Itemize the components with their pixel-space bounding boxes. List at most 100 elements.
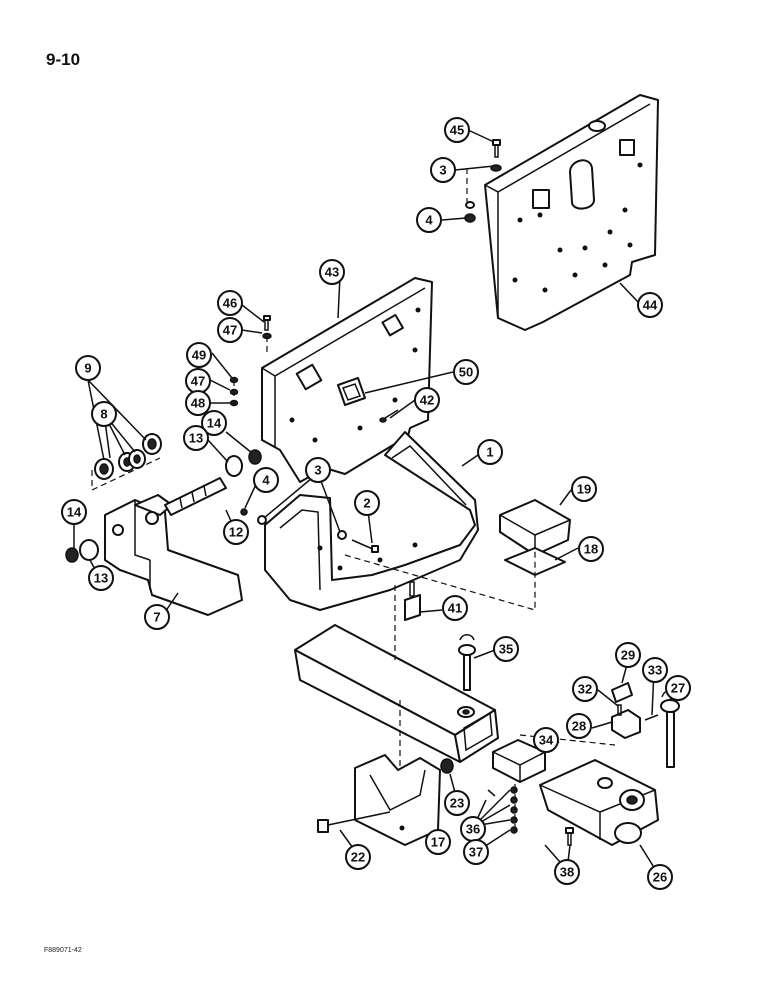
svg-text:47: 47 (191, 374, 205, 389)
bolt-42 (379, 409, 399, 423)
svg-text:9: 9 (84, 361, 91, 376)
page-number: 9-10 (46, 50, 81, 69)
callout-47-lower: 47 (185, 368, 211, 394)
svg-text:1: 1 (486, 445, 493, 460)
callout-36: 36 (460, 816, 486, 842)
callout-26: 26 (647, 864, 673, 890)
callout-32: 32 (572, 676, 598, 702)
mount-7 (104, 494, 243, 616)
bolt-2 (240, 508, 379, 553)
svg-text:33: 33 (648, 663, 662, 678)
svg-text:13: 13 (94, 571, 108, 586)
callout-49: 49 (186, 342, 212, 368)
plate-44 (484, 94, 659, 331)
callout-33: 33 (642, 657, 668, 683)
svg-text:32: 32 (578, 682, 592, 697)
callout-4-lower: 4 (253, 467, 279, 493)
callout-44: 44 (637, 292, 663, 318)
svg-text:49: 49 (192, 348, 206, 363)
svg-text:27: 27 (671, 681, 685, 696)
plate-43 (261, 277, 433, 483)
svg-text:37: 37 (469, 845, 483, 860)
svg-text:12: 12 (229, 525, 243, 540)
callout-47-upper: 47 (217, 317, 243, 343)
callout-1: 1 (477, 439, 503, 465)
callout-9: 9 (75, 355, 101, 381)
svg-text:44: 44 (643, 298, 658, 313)
clamp-28 (611, 682, 659, 739)
svg-text:3: 3 (314, 463, 321, 478)
callout-38: 38 (554, 859, 580, 885)
callout-4-upper: 4 (416, 207, 442, 233)
svg-text:43: 43 (325, 265, 339, 280)
svg-text:42: 42 (420, 393, 434, 408)
svg-text:50: 50 (459, 365, 473, 380)
svg-text:14: 14 (67, 505, 82, 520)
callout-2: 2 (354, 490, 380, 516)
callout-13-upper: 13 (183, 425, 209, 451)
svg-text:17: 17 (431, 835, 445, 850)
nut-washer-13-14 (65, 449, 262, 563)
svg-text:2: 2 (363, 496, 370, 511)
svg-text:35: 35 (499, 642, 513, 657)
u-bracket-17 (354, 754, 441, 846)
svg-text:36: 36 (466, 822, 480, 837)
callout-13-lower: 13 (88, 565, 114, 591)
callout-12: 12 (223, 519, 249, 545)
pin-27 (660, 689, 680, 768)
callout-42: 42 (414, 387, 440, 413)
washer-stack-8 (94, 433, 162, 480)
svg-text:22: 22 (351, 850, 365, 865)
svg-text:18: 18 (584, 542, 598, 557)
callout-48: 48 (185, 390, 211, 416)
callout-43: 43 (319, 259, 345, 285)
drawbar-tube (294, 624, 499, 763)
pad-18 (504, 547, 566, 576)
callout-50: 50 (453, 359, 479, 385)
svg-text:29: 29 (621, 648, 635, 663)
svg-text:19: 19 (577, 482, 591, 497)
callout-46: 46 (217, 290, 243, 316)
stud-41 (404, 581, 421, 621)
callout-3-lower: 3 (305, 457, 331, 483)
bolt-38 (565, 827, 574, 846)
callout-19: 19 (571, 476, 597, 502)
callout-45: 45 (444, 117, 470, 143)
svg-text:34: 34 (539, 733, 554, 748)
bolt-45 (464, 139, 502, 223)
callout-14-upper: 14 (201, 410, 227, 436)
svg-text:48: 48 (191, 396, 205, 411)
callout-18: 18 (578, 536, 604, 562)
bolt-22 (317, 758, 454, 833)
pin-35 (458, 634, 476, 691)
svg-text:4: 4 (425, 213, 433, 228)
callout-27: 27 (665, 675, 691, 701)
svg-text:7: 7 (153, 610, 160, 625)
bracket-1 (264, 431, 479, 611)
callout-29: 29 (615, 642, 641, 668)
svg-text:41: 41 (448, 601, 462, 616)
svg-text:23: 23 (450, 796, 464, 811)
svg-text:28: 28 (572, 719, 586, 734)
svg-text:26: 26 (653, 870, 667, 885)
bolts-36-37 (487, 786, 518, 834)
callout-14-lower: 14 (61, 499, 87, 525)
callout-22: 22 (345, 844, 371, 870)
svg-text:47: 47 (223, 323, 237, 338)
figure-code: F889071-42 (44, 947, 82, 954)
callout-3-upper: 3 (430, 157, 456, 183)
svg-text:4: 4 (262, 473, 270, 488)
callout-28: 28 (566, 713, 592, 739)
svg-text:13: 13 (189, 431, 203, 446)
svg-text:14: 14 (207, 416, 222, 431)
block-34 (492, 739, 546, 783)
grommet-50 (337, 377, 366, 406)
callout-17: 17 (425, 829, 451, 855)
callout-7: 7 (144, 604, 170, 630)
clevis-26 (539, 759, 659, 846)
callout-35: 35 (493, 636, 519, 662)
svg-text:8: 8 (100, 407, 107, 422)
callout-37: 37 (463, 839, 489, 865)
callout-34: 34 (533, 727, 559, 753)
svg-text:38: 38 (560, 865, 574, 880)
